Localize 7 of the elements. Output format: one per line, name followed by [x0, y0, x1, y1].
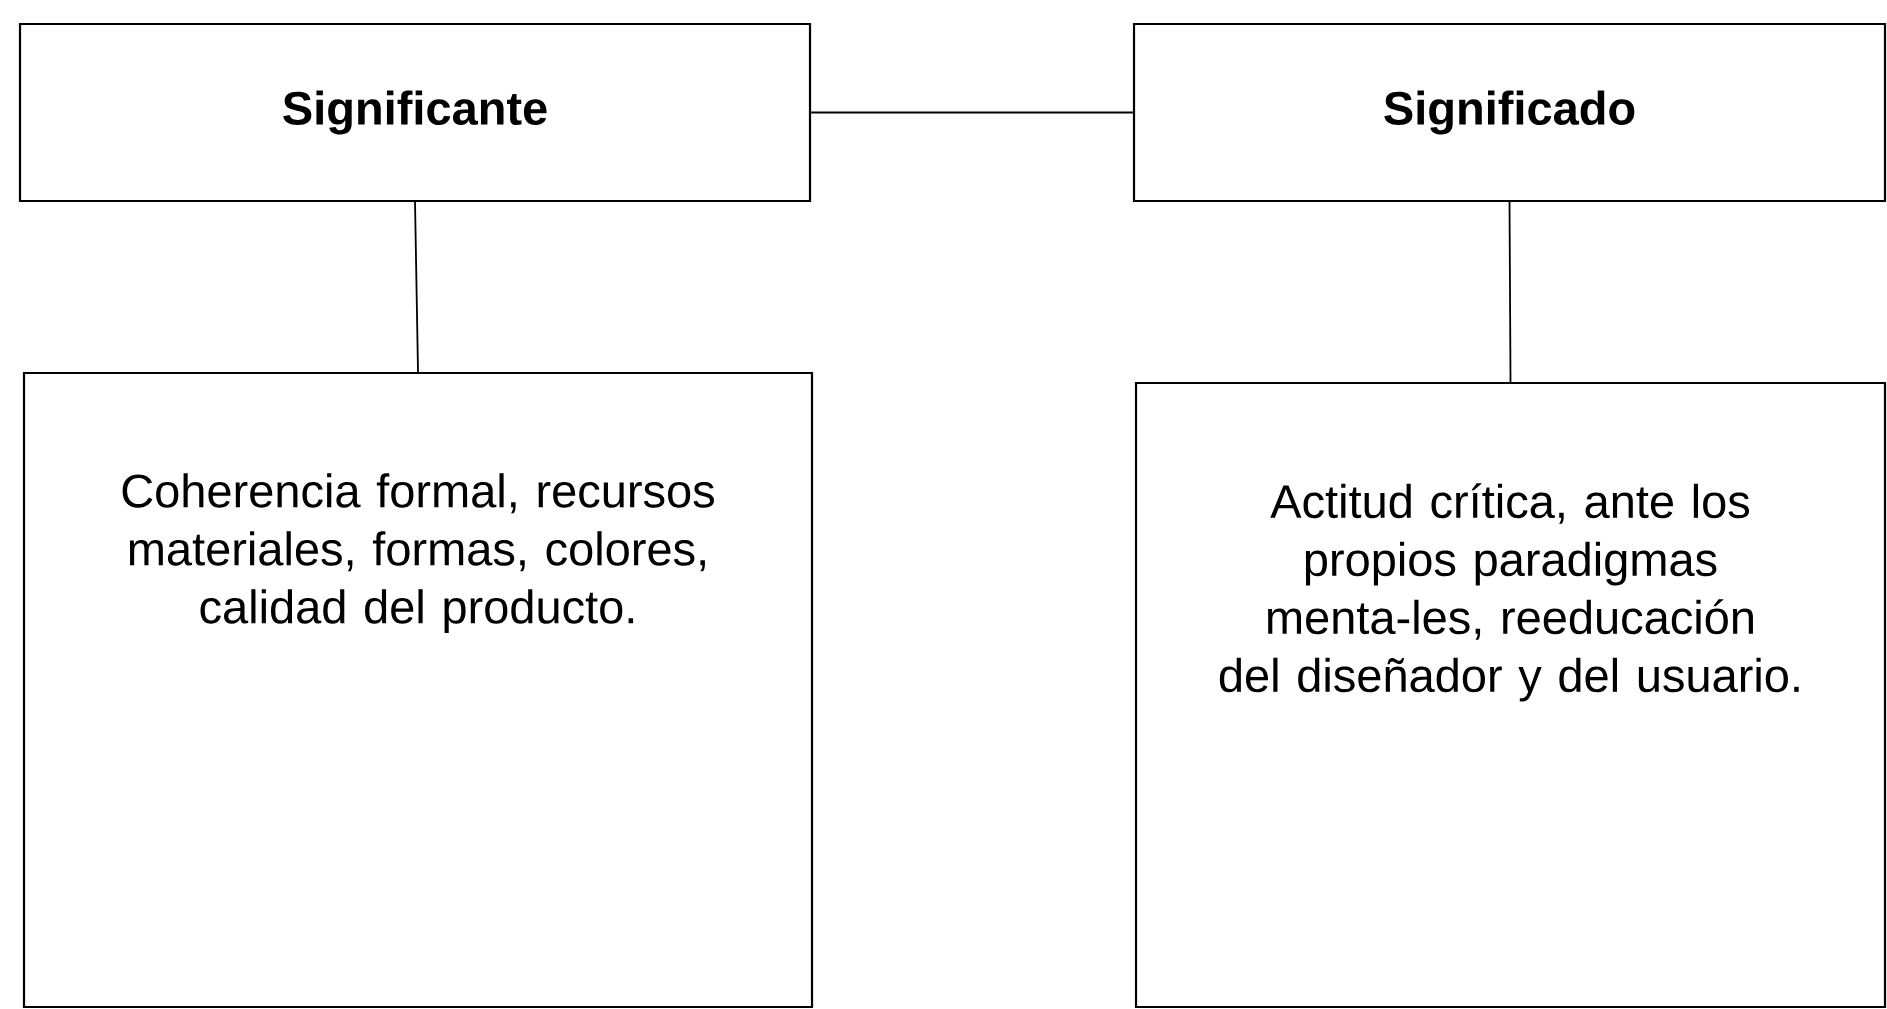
text-box: Significante — [18, 22, 812, 203]
connector-line — [810, 111, 1134, 114]
connector-line — [414, 201, 419, 373]
text-box: Actitud crítica, ante los propios paradigmas menta-les, reeducación del diseñador y del usuario. — [1134, 381, 1887, 1009]
connector-line — [1508, 201, 1512, 383]
text-box: Coherencia formal, recursos materiales, formas, colores, calidad del producto. — [22, 371, 814, 1009]
text-box: Significado — [1132, 22, 1887, 203]
